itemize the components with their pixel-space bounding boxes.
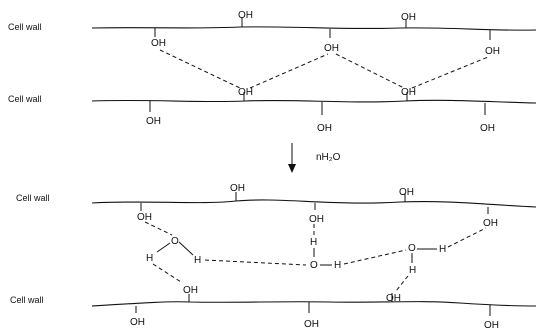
oh-group: OH bbox=[399, 187, 414, 198]
water-oxygen: O bbox=[310, 260, 318, 271]
oh-group: OH bbox=[238, 87, 253, 98]
hydrogen-bond bbox=[152, 263, 182, 283]
oh-group: OH bbox=[480, 123, 495, 134]
covalent-bond bbox=[178, 241, 194, 256]
oh-group: OH bbox=[317, 123, 332, 134]
water-oxygen: O bbox=[171, 236, 179, 247]
oh-group: OH bbox=[183, 285, 198, 296]
cell-wall-bottom-2 bbox=[91, 301, 536, 307]
oh-group: OH bbox=[324, 43, 339, 54]
cell-wall-bottom-1 bbox=[91, 99, 536, 104]
water-oxygen: O bbox=[408, 243, 416, 254]
oh-group: OH bbox=[386, 293, 401, 304]
oh-group: OH bbox=[484, 320, 499, 329]
hydrogen-bond bbox=[411, 56, 489, 89]
oh-group: OH bbox=[401, 12, 416, 23]
oh-group: OH bbox=[483, 218, 498, 229]
oh-group: OH bbox=[309, 214, 324, 225]
water-hydrogen: H bbox=[334, 260, 341, 271]
oh-group: OH bbox=[130, 317, 145, 328]
oh-group: OH bbox=[146, 116, 161, 127]
oh-group: OH bbox=[238, 10, 253, 21]
water-hydrogen: H bbox=[194, 255, 201, 266]
reagent-label: nH₂O bbox=[316, 152, 341, 163]
oh-group: OH bbox=[151, 38, 166, 49]
hydrogen-bond bbox=[335, 53, 405, 89]
cell-wall-label-top-2: Cell wall bbox=[16, 193, 50, 203]
water-hydrogen: H bbox=[439, 244, 446, 255]
cell-wall-label-bottom-1: Cell wall bbox=[8, 94, 42, 104]
oh-group: OH bbox=[304, 319, 319, 329]
oh-group: OH bbox=[230, 183, 245, 194]
oh-group: OH bbox=[485, 46, 500, 57]
hydrogen-bond bbox=[447, 227, 487, 248]
cell-wall-label-bottom-2: Cell wall bbox=[10, 295, 44, 305]
cell-wall-top-1 bbox=[91, 26, 536, 31]
covalent-bond bbox=[156, 242, 171, 253]
water-hydrogen: H bbox=[146, 253, 153, 264]
water-hydrogen: H bbox=[310, 237, 317, 248]
hydrogen-bond bbox=[159, 49, 241, 89]
arrow-head bbox=[288, 164, 296, 173]
hydrogen-bond bbox=[343, 249, 407, 265]
hydrogen-bond bbox=[144, 221, 173, 236]
hydrogen-bond bbox=[249, 53, 329, 89]
water-hydrogen: H bbox=[409, 265, 416, 276]
hydrogen-bond bbox=[204, 259, 307, 266]
cell-wall-top-2 bbox=[91, 199, 536, 208]
hydrogen-bond bbox=[395, 275, 409, 292]
cell-wall-label-top-1: Cell wall bbox=[8, 22, 42, 32]
oh-group: OH bbox=[401, 87, 416, 98]
oh-group: OH bbox=[137, 212, 152, 223]
